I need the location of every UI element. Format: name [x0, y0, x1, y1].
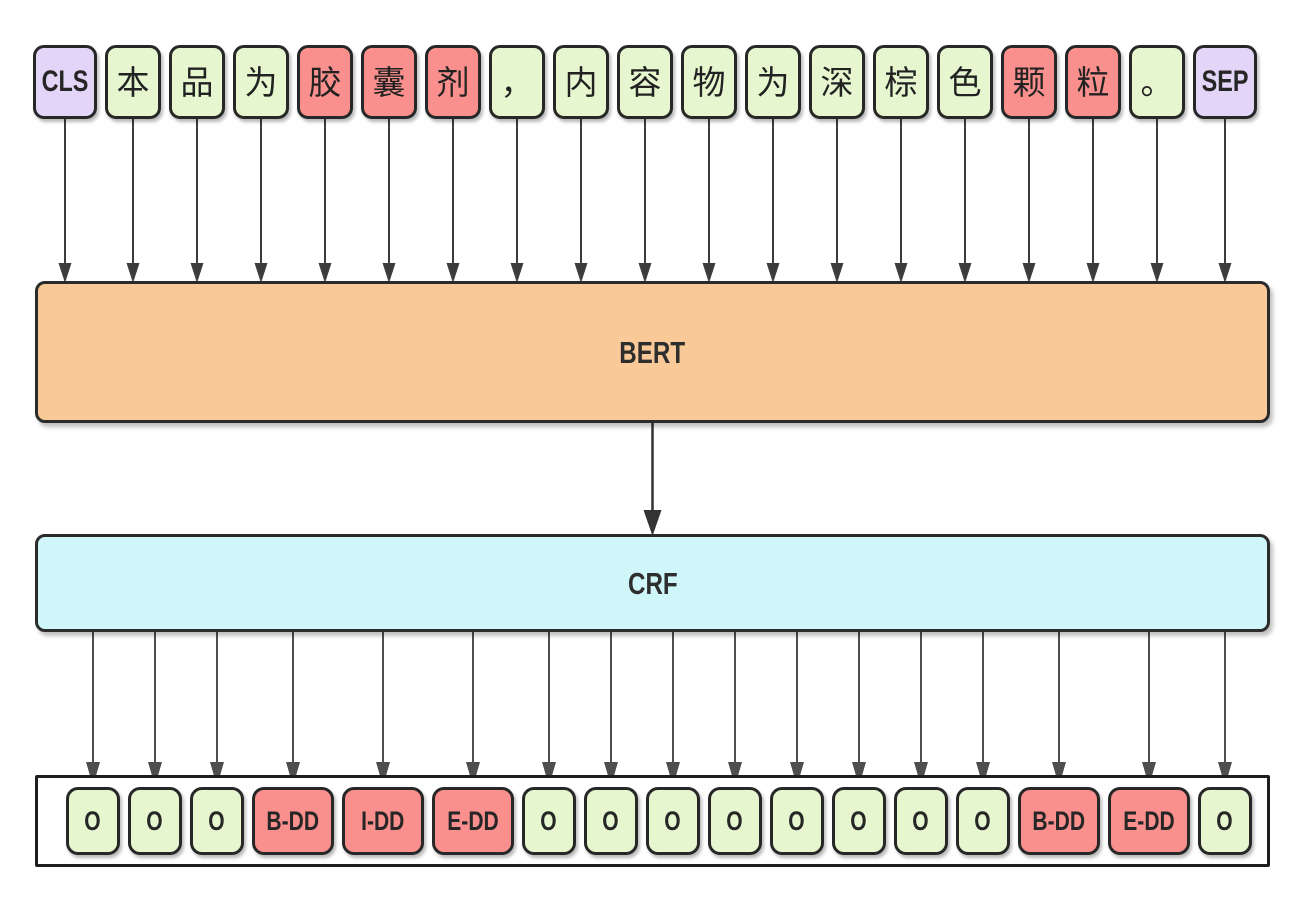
crf-box: CRF — [35, 534, 1270, 632]
token-label: 胶 — [308, 63, 342, 101]
token-label: 容 — [628, 63, 662, 101]
token-box: 深 — [809, 45, 865, 119]
output-tag-box: O — [522, 787, 576, 855]
output-tag-label: O — [912, 805, 930, 836]
output-tag-box: O — [128, 787, 182, 855]
token-label: 剂 — [436, 63, 470, 101]
token-label: 物 — [692, 63, 726, 101]
bert-label: BERT — [619, 334, 686, 370]
bert-box: BERT — [35, 281, 1270, 423]
output-tag-label: E-DD — [1123, 805, 1175, 836]
token-box: 物 — [681, 45, 737, 119]
output-tag-box: O — [584, 787, 638, 855]
output-tag-label: O — [664, 805, 682, 836]
token-label: 棕 — [884, 63, 918, 101]
token-to-bert-arrow-head — [126, 263, 140, 283]
token-box: 品 — [169, 45, 225, 119]
token-box: 容 — [617, 45, 673, 119]
token-box: 粒 — [1065, 45, 1121, 119]
output-tag-box: B-DD — [252, 787, 334, 855]
token-label: 本 — [116, 63, 150, 101]
token-to-bert-arrow-head — [510, 263, 524, 283]
token-to-bert-arrow-head — [58, 263, 72, 283]
token-box: SEP — [1193, 45, 1257, 119]
output-tag-box: E-DD — [432, 787, 514, 855]
output-tag-label: O — [726, 805, 744, 836]
token-label: SEP — [1201, 65, 1249, 98]
token-to-bert-arrow-head — [1150, 263, 1164, 283]
output-tag-label: O — [1216, 805, 1234, 836]
token-to-bert-arrow-head — [1022, 263, 1036, 283]
bert-to-crf-arrow-head — [643, 510, 662, 536]
token-to-bert-arrow-head — [1218, 263, 1232, 283]
output-tag-label: O — [540, 805, 558, 836]
output-tag-box: O — [708, 787, 762, 855]
token-to-bert-arrow-head — [1086, 263, 1100, 283]
output-tag-box: O — [1198, 787, 1252, 855]
token-label: 。 — [1140, 63, 1174, 101]
token-label: 颗 — [1012, 63, 1046, 101]
token-label: 粒 — [1076, 63, 1110, 101]
output-tag-box: O — [894, 787, 948, 855]
output-tag-label: O — [602, 805, 620, 836]
token-box: 内 — [553, 45, 609, 119]
token-label: 色 — [948, 63, 982, 101]
token-label: CLS — [41, 65, 89, 98]
token-row: CLS 本 品 为 胶 囊 剂 ， 内 容 物 为 深 棕 色 颗 粒 。 SE… — [33, 45, 1257, 119]
output-tag-box: E-DD — [1108, 787, 1190, 855]
token-to-bert-arrow-head — [446, 263, 460, 283]
token-label: 为 — [756, 63, 790, 101]
output-tag-label: O — [84, 805, 102, 836]
output-tag-label: B-DD — [266, 805, 320, 836]
token-to-bert-arrow-head — [382, 263, 396, 283]
output-tag-label: O — [788, 805, 806, 836]
token-box: 囊 — [361, 45, 417, 119]
crf-label: CRF — [627, 565, 678, 601]
output-tag-label: E-DD — [447, 805, 499, 836]
token-to-bert-arrow-head — [638, 263, 652, 283]
token-box: 颗 — [1001, 45, 1057, 119]
token-to-bert-arrow-head — [766, 263, 780, 283]
output-tag-label: O — [850, 805, 868, 836]
token-box: CLS — [33, 45, 97, 119]
output-tag-label: O — [208, 805, 226, 836]
token-box: 本 — [105, 45, 161, 119]
token-label: 深 — [820, 63, 854, 101]
token-box: 胶 — [297, 45, 353, 119]
token-label: 为 — [244, 63, 278, 101]
output-tag-box: O — [770, 787, 824, 855]
token-label: 囊 — [372, 63, 406, 101]
token-to-bert-arrow-head — [830, 263, 844, 283]
token-box: 色 — [937, 45, 993, 119]
token-label: ， — [500, 63, 534, 101]
token-to-bert-arrow-head — [190, 263, 204, 283]
token-to-bert-arrow-head — [894, 263, 908, 283]
token-to-bert-arrow-head — [574, 263, 588, 283]
token-box: 剂 — [425, 45, 481, 119]
token-to-bert-arrow-head — [254, 263, 268, 283]
output-tag-box: O — [66, 787, 120, 855]
output-tag-box: I-DD — [342, 787, 424, 855]
token-label: 内 — [564, 63, 598, 101]
output-tag-box: O — [190, 787, 244, 855]
output-tag-box: O — [646, 787, 700, 855]
output-tag-box: O — [832, 787, 886, 855]
output-tag-label: O — [146, 805, 164, 836]
output-tag-box: O — [956, 787, 1010, 855]
token-box: 为 — [745, 45, 801, 119]
token-box: 。 — [1129, 45, 1185, 119]
token-box: 棕 — [873, 45, 929, 119]
output-tag-label: B-DD — [1032, 805, 1086, 836]
token-to-bert-arrow-head — [318, 263, 332, 283]
token-box: ， — [489, 45, 545, 119]
output-tag-box: B-DD — [1018, 787, 1100, 855]
token-label: 品 — [180, 63, 214, 101]
token-to-bert-arrow-head — [958, 263, 972, 283]
output-tag-label: I-DD — [361, 805, 405, 836]
token-box: 为 — [233, 45, 289, 119]
output-container: O O O B-DD I-DD E-DD O O O O O O O O B-D… — [35, 775, 1270, 867]
token-to-bert-arrow-head — [702, 263, 716, 283]
output-tag-label: O — [974, 805, 992, 836]
